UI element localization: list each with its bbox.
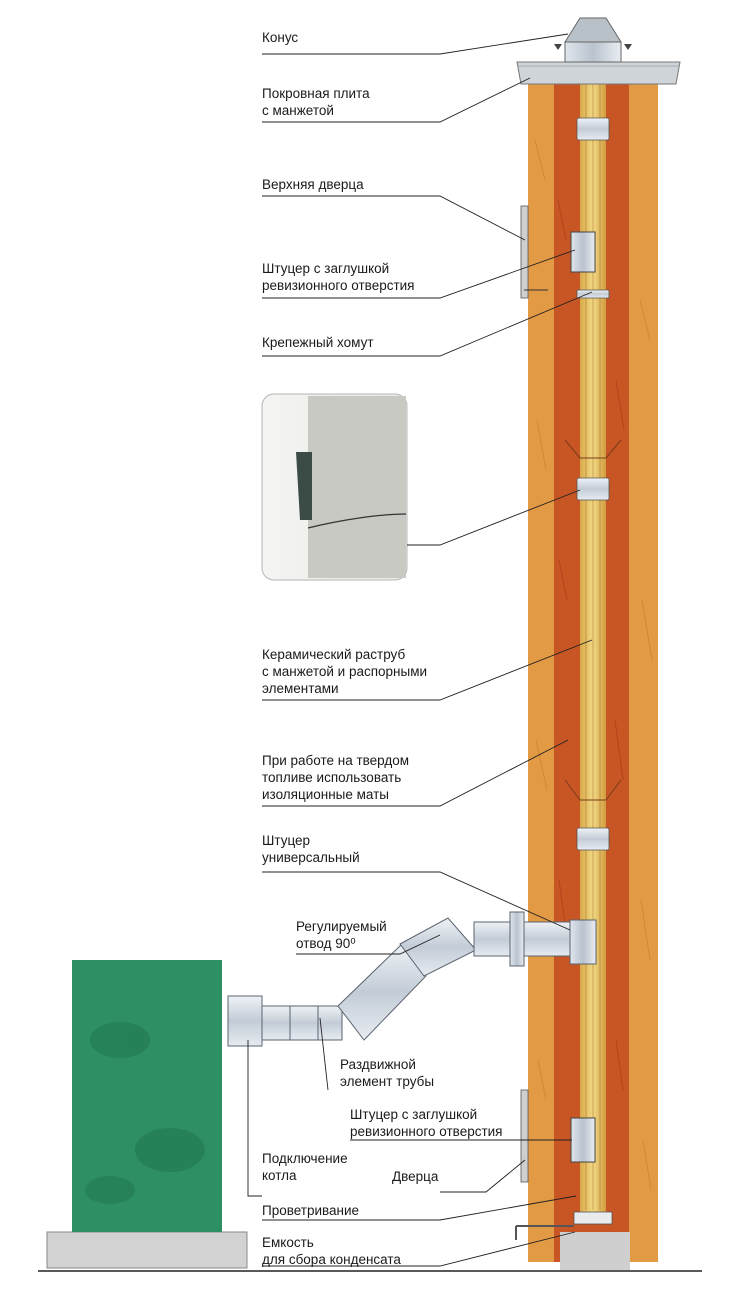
label-boiler-connection-line2: котла bbox=[262, 1168, 297, 1183]
label-ceramic-socket-line3: элементами bbox=[262, 681, 339, 696]
label-boiler-connection: Подключение котла bbox=[262, 1150, 348, 1184]
label-inspection-fitting-bottom-line2: ревизионного отверстия bbox=[350, 1124, 503, 1139]
label-cover-plate-line2: с манжетой bbox=[262, 103, 334, 118]
label-door-line1: Дверца bbox=[392, 1169, 439, 1184]
label-insulation-line1: При работе на твердом bbox=[262, 753, 410, 768]
label-inspection-fitting-top-line2: ревизионного отверстия bbox=[262, 278, 415, 293]
label-cover-plate-line1: Покровная плита bbox=[262, 86, 370, 101]
label-upper-door: Верхняя дверца bbox=[262, 176, 364, 193]
flue-connector bbox=[227, 911, 597, 1047]
label-adjustable-elbow-line2: отвод 90⁰ bbox=[296, 936, 356, 951]
label-sliding-pipe-line1: Раздвижной bbox=[340, 1057, 416, 1072]
label-ventilation: Проветривание bbox=[262, 1202, 359, 1219]
label-condensate-tank-line2: для сбора конденсата bbox=[262, 1252, 401, 1267]
lower-door bbox=[520, 1089, 529, 1183]
label-condensate-tank: Емкость для сбора конденсата bbox=[262, 1234, 401, 1268]
boiler bbox=[72, 960, 222, 1232]
label-adjustable-elbow-line1: Регулируемый bbox=[296, 919, 387, 934]
label-door: Дверца bbox=[392, 1168, 438, 1185]
label-universal-fitting-line2: универсальный bbox=[262, 850, 360, 865]
inspection-fitting-bottom bbox=[570, 1117, 596, 1163]
label-insulation-line2: топливе использовать bbox=[262, 770, 402, 785]
label-sliding-pipe: Раздвижной элемент трубы bbox=[340, 1056, 434, 1090]
label-ceramic-socket-line1: Керамический раструб bbox=[262, 647, 406, 662]
leader-lines bbox=[247, 33, 593, 1267]
label-condensate-tank-line1: Емкость bbox=[262, 1235, 314, 1250]
label-insulation: При работе на твердом топливе использова… bbox=[262, 752, 409, 803]
label-inspection-fitting-top: Штуцер с заглушкой ревизионного отверсти… bbox=[262, 260, 415, 294]
label-inspection-fitting-top-line1: Штуцер с заглушкой bbox=[262, 261, 390, 276]
label-cover-plate: Покровная плита с манжетой bbox=[262, 85, 370, 119]
label-inspection-fitting-bottom: Штуцер с заглушкой ревизионного отверсти… bbox=[350, 1106, 503, 1140]
label-adjustable-elbow: Регулируемый отвод 90⁰ bbox=[296, 918, 387, 952]
label-ceramic-socket-line2: с манжетой и распорными bbox=[262, 664, 428, 679]
boiler-base bbox=[46, 1231, 248, 1269]
label-cone-line1: Конус bbox=[262, 30, 299, 45]
label-mounting-clamp: Крепежный хомут bbox=[262, 334, 374, 351]
label-mounting-clamp-line1: Крепежный хомут bbox=[262, 335, 374, 350]
chimney-base bbox=[560, 1232, 630, 1270]
cover-plate bbox=[516, 61, 681, 85]
upper-door bbox=[520, 205, 529, 299]
label-universal-fitting: Штуцер универсальный bbox=[262, 832, 360, 866]
label-universal-fitting-line1: Штуцер bbox=[262, 833, 311, 848]
detail-photo bbox=[261, 393, 408, 581]
label-cone: Конус bbox=[262, 29, 298, 46]
label-ceramic-socket: Керамический раструб с манжетой и распор… bbox=[262, 646, 427, 697]
label-upper-door-line1: Верхняя дверца bbox=[262, 177, 364, 192]
inspection-fitting-top bbox=[570, 231, 596, 273]
label-insulation-line3: изоляционные маты bbox=[262, 787, 390, 802]
label-inspection-fitting-bottom-line1: Штуцер с заглушкой bbox=[350, 1107, 478, 1122]
label-sliding-pipe-line2: элемент трубы bbox=[340, 1074, 435, 1089]
label-ventilation-line1: Проветривание bbox=[262, 1203, 360, 1218]
mounting-clamps bbox=[576, 117, 610, 851]
cone bbox=[564, 17, 622, 43]
label-boiler-connection-line1: Подключение bbox=[262, 1151, 348, 1166]
chimney bbox=[515, 17, 681, 1270]
